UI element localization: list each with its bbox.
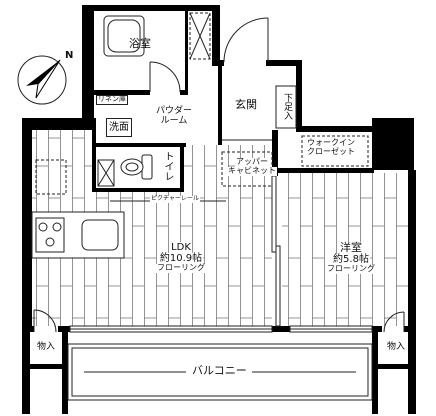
walls <box>22 5 416 414</box>
compass-ring <box>17 55 67 105</box>
wall <box>272 326 290 332</box>
toilet-cabinet-cross <box>97 159 115 187</box>
ldk-label: LDK <box>170 242 192 253</box>
balcony-outline <box>67 343 373 401</box>
toilet-fixtures <box>97 154 153 187</box>
wall <box>378 364 408 369</box>
wall <box>22 326 30 414</box>
western-room-label: 洋室 <box>339 241 363 255</box>
storage-left-label: 物入 <box>37 342 56 352</box>
powder-room-label: パウダー ルーム <box>154 106 194 127</box>
wall <box>82 5 220 11</box>
wall <box>408 326 416 414</box>
north-compass <box>17 55 67 105</box>
bathtub <box>103 15 145 57</box>
sink <box>81 219 119 251</box>
wall <box>82 5 94 130</box>
wall <box>296 126 374 132</box>
burner-icon <box>38 222 48 232</box>
picture-rail-label: ピクチャーレール <box>150 195 200 203</box>
wall <box>22 118 32 326</box>
burner-icon <box>45 237 55 247</box>
balcony-label: バルコニー <box>191 364 248 378</box>
upper-cabinet-label-line2: キャビネット <box>227 165 277 176</box>
toilet-seat <box>125 162 139 172</box>
entrance-door-swing <box>223 17 269 63</box>
balcony-inner <box>71 347 369 397</box>
compass-north-label: N <box>65 50 74 61</box>
windows <box>69 325 373 333</box>
compass-needle-light <box>35 59 61 99</box>
wall <box>94 90 150 95</box>
wall <box>408 170 416 326</box>
wall <box>272 130 278 176</box>
walk-in-closet-label-line2: クローゼット <box>306 146 356 157</box>
pipe-shaft <box>189 12 211 60</box>
burner-icon <box>52 222 62 232</box>
toilet-bowl <box>120 158 144 176</box>
sliding-door-panel <box>275 245 281 327</box>
wall <box>218 66 222 145</box>
wall <box>212 60 224 66</box>
stove <box>35 217 65 253</box>
bath-fixtures <box>103 15 181 93</box>
wall <box>372 118 414 170</box>
wall <box>296 60 302 132</box>
wall <box>278 168 374 173</box>
sliding-door-panel <box>271 175 277 253</box>
balcony <box>67 343 373 401</box>
sliding-doors <box>271 175 281 327</box>
wall <box>185 11 188 95</box>
wall <box>180 145 184 192</box>
storage-right-door-swing <box>383 311 405 333</box>
linen-label: リネン庫 <box>96 95 128 105</box>
storage-left-door-swing <box>33 309 57 333</box>
toilet-cabinet <box>97 159 115 187</box>
wall <box>94 188 184 192</box>
wall <box>212 5 220 66</box>
western-room-label-group: 洋室 約5.8帖 フローリング <box>318 241 384 274</box>
bath-door-swing <box>149 61 181 93</box>
wall <box>180 90 188 95</box>
wall <box>30 364 62 369</box>
bath-label: 浴室 <box>129 37 151 50</box>
wall <box>372 332 378 414</box>
entrance-label: 玄関 <box>235 98 257 111</box>
storage-doors <box>33 309 405 333</box>
western-room-floor-type: フローリング <box>326 264 376 274</box>
ldk-floor-type: フローリング <box>156 263 206 273</box>
western-room-size: 約5.8帖 <box>332 254 370 266</box>
walk-in-closet-label: ウォークイン クローゼット <box>305 138 357 157</box>
toilet-label: トイレ <box>162 151 173 181</box>
wall <box>22 118 96 130</box>
shaft-outline <box>189 12 211 60</box>
shoe-storage-outline <box>275 85 297 129</box>
refrigerator-space <box>35 159 67 195</box>
compass-needle-dark <box>26 60 60 86</box>
ldk-size: 約10.9帖 <box>158 253 204 264</box>
ldk-label-group: LDK 約10.9帖 フローリング <box>148 242 214 273</box>
shaft-cross <box>189 12 211 60</box>
upper-cabinet-label: アッパー キャビネット <box>226 157 278 176</box>
bathtub-inner <box>107 19 141 53</box>
shoe-storage-label: 下足入 <box>282 93 292 120</box>
washroom-label: 洗面 <box>106 118 132 137</box>
powder-room-label-line1: パウダー <box>155 106 194 117</box>
kitchen-counter <box>31 211 125 259</box>
walk-in-closet-outline <box>301 135 369 167</box>
walk-in-closet-label-line1: ウォークイン <box>306 138 356 148</box>
wall <box>58 326 70 332</box>
storage-right-label: 物入 <box>387 342 406 352</box>
entrance-door <box>222 17 272 141</box>
wall <box>94 143 186 147</box>
wall <box>372 326 382 332</box>
powder-room-label-line2: ルーム <box>159 115 189 127</box>
wall <box>266 60 302 66</box>
upper-cabinet-label-line1: アッパー <box>235 157 269 167</box>
wall <box>92 128 96 192</box>
wall <box>62 332 68 414</box>
